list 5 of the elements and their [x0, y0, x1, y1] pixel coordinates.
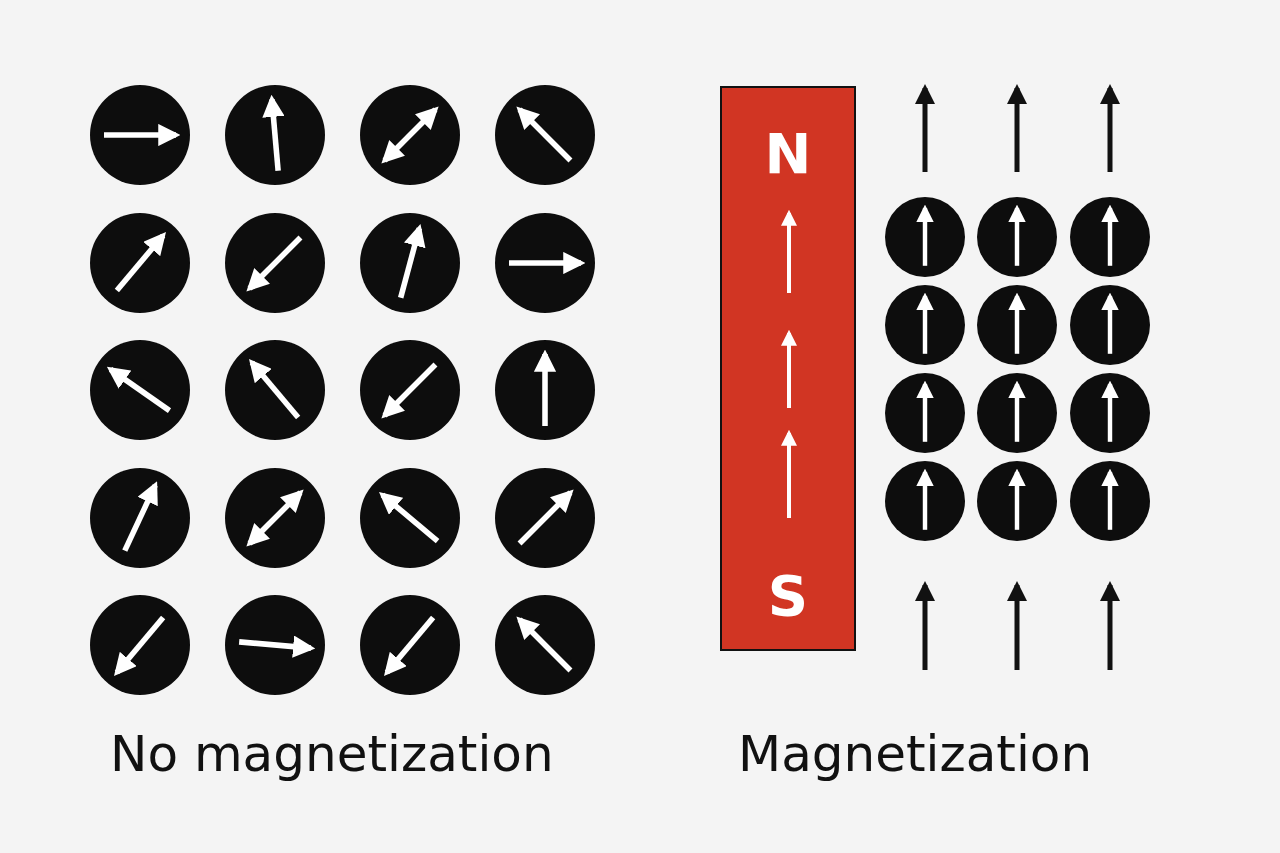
caption: Magnetization: [738, 725, 1093, 783]
pole-label: S: [767, 568, 809, 624]
bar-magnet: [720, 86, 856, 651]
caption: No magnetization: [110, 725, 554, 783]
pole-label: N: [764, 126, 812, 182]
